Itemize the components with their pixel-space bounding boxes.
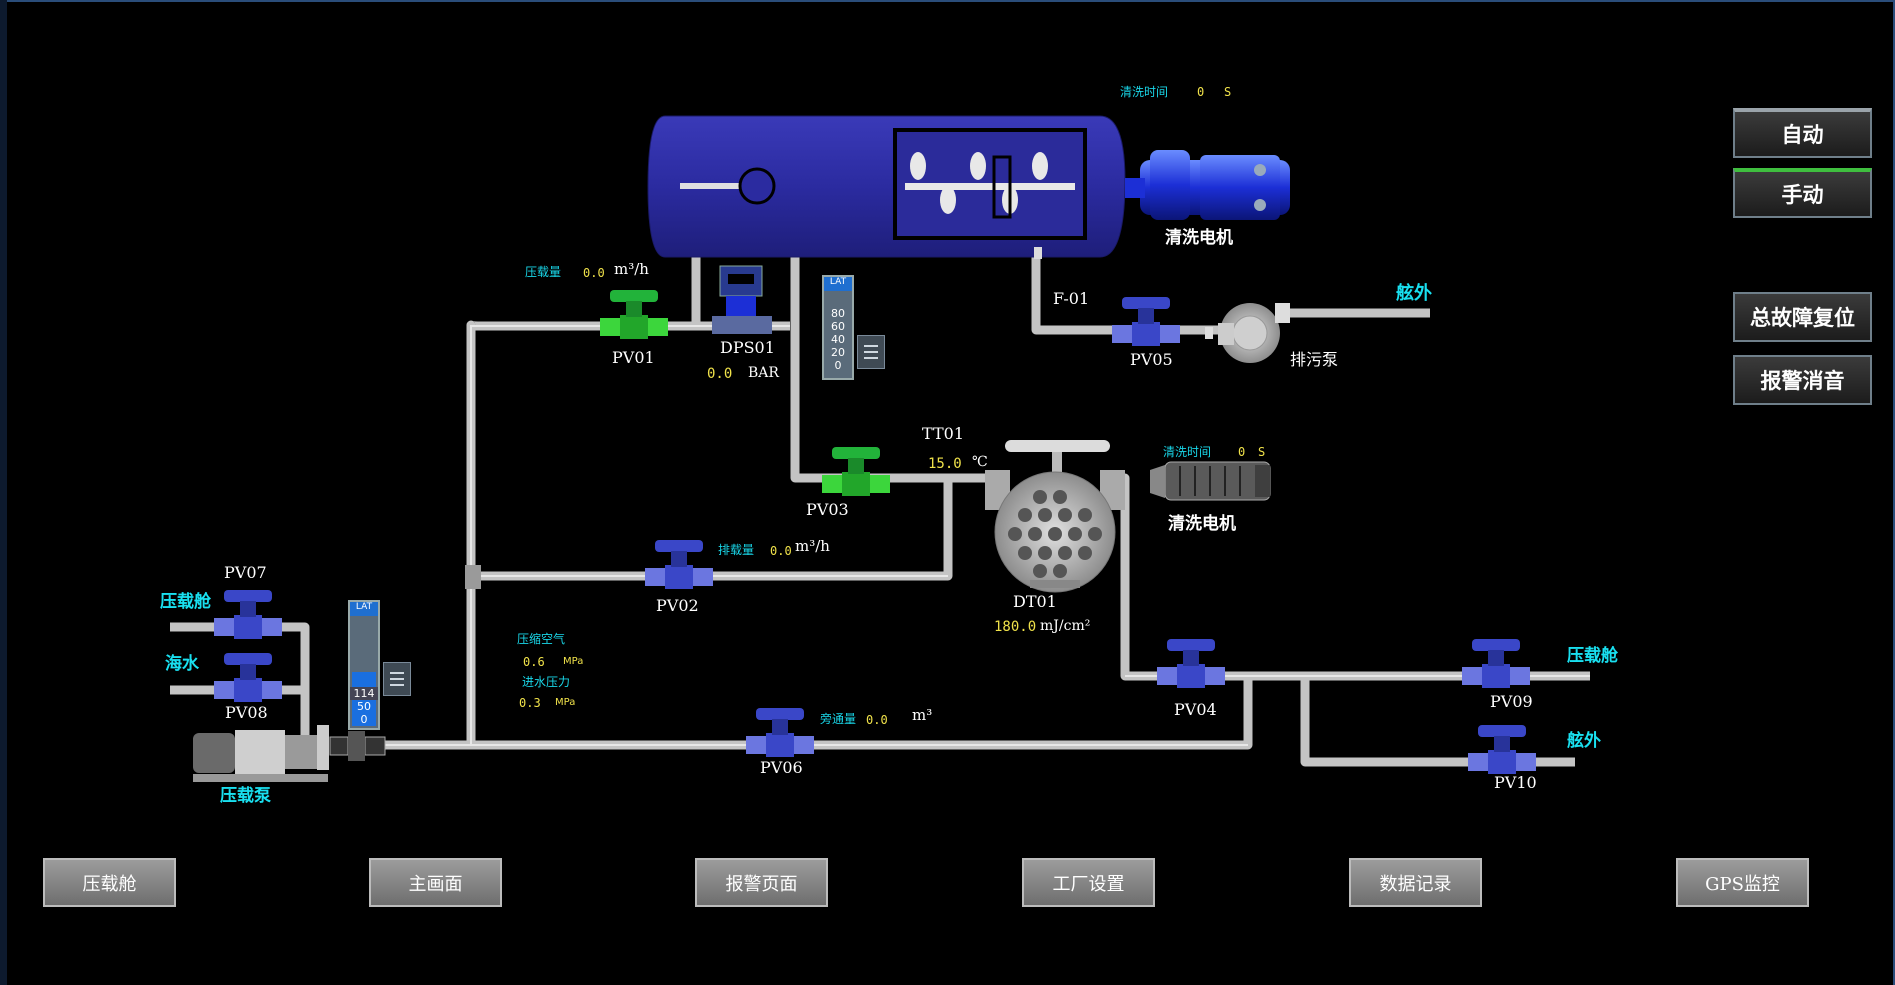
pipe-tee	[465, 565, 481, 589]
valve-pv09-graphic	[1462, 639, 1530, 688]
tt01-tag: TT01	[922, 424, 964, 443]
valve-pv06-graphic	[746, 708, 814, 757]
tt01-value: 15.0	[928, 456, 962, 472]
dt01-unit: mJ/cm²	[1040, 618, 1091, 634]
sea-water-label: 海水	[165, 654, 199, 674]
valve-pv01-graphic	[600, 290, 668, 339]
filter-motor-time-unit: S	[1224, 85, 1232, 99]
bypass-value: 0.0	[866, 713, 888, 727]
valve-pv09-tag[interactable]: PV09	[1490, 692, 1533, 711]
gauge-left-tick: 50	[357, 700, 371, 713]
filter-motor-name: 清洗电机	[1165, 228, 1233, 248]
uv-motor-graphic	[1150, 461, 1271, 501]
valve-pv10-tag[interactable]: PV10	[1494, 773, 1537, 792]
dps01-value: 0.0	[707, 366, 733, 382]
gauge-left-stepper[interactable]	[383, 662, 411, 696]
valve-pv08-graphic	[214, 653, 282, 702]
f01-tag: F-01	[1053, 289, 1090, 308]
nav-alarm-page-button[interactable]: 报警页面	[695, 858, 828, 907]
valve-pv10-graphic	[1468, 725, 1536, 774]
flow-out-label: 排载量	[718, 543, 755, 557]
water-pressure-value: 0.3	[519, 696, 541, 710]
nav-ballast-tank-button[interactable]: 压载舱	[43, 858, 176, 907]
gauge-top-tick: 60	[831, 320, 845, 333]
gauge-top-tick: 80	[831, 307, 845, 320]
nav-gps-button[interactable]: GPS监控	[1676, 858, 1809, 907]
flow-in-unit: m³/h	[614, 260, 649, 278]
water-pressure-unit: MPa	[555, 697, 576, 708]
flow-out-value: 0.0	[770, 544, 792, 558]
valve-pv07-graphic	[214, 590, 282, 639]
water-pressure-label: 进水压力	[522, 675, 571, 689]
dps01-graphic	[712, 265, 772, 334]
nav-data-log-button[interactable]: 数据记录	[1349, 858, 1482, 907]
air-pressure-unit: MPa	[563, 656, 584, 667]
overboard-right-label: 舷外	[1567, 731, 1601, 751]
dt01-value: 180.0	[994, 619, 1037, 635]
alarm-mute-button[interactable]: 报警消音	[1733, 355, 1872, 405]
uv-reactor-graphic	[985, 440, 1125, 593]
gauge-left-tick: 0	[360, 713, 368, 726]
valve-pv02-tag[interactable]: PV02	[656, 596, 699, 615]
gauge-left-value: 114	[350, 687, 378, 700]
flow-in-label: 压载量	[525, 265, 562, 279]
valve-pv06-tag[interactable]: PV06	[760, 758, 803, 777]
valve-pv04-tag[interactable]: PV04	[1174, 700, 1217, 719]
window-right-border	[1893, 0, 1895, 985]
gauge-top-head: LAT	[824, 277, 852, 291]
filter-motor-time-label: 清洗时间	[1120, 85, 1169, 99]
uv-motor-time-label: 清洗时间	[1163, 445, 1212, 459]
air-pressure-label: 压缩空气	[517, 632, 566, 646]
dt01-tag: DT01	[1013, 592, 1057, 611]
valve-pv07-tag[interactable]: PV07	[224, 563, 267, 582]
ballast-tank-left-label: 压载舱	[160, 592, 211, 612]
window-left-border	[0, 0, 7, 985]
filter-vessel	[647, 115, 1126, 259]
gauge-top-stepper[interactable]	[857, 335, 885, 369]
fault-reset-button[interactable]: 总故障复位	[1733, 292, 1872, 342]
overboard-top-label: 舷外	[1396, 283, 1432, 304]
air-pressure-value: 0.6	[523, 655, 545, 669]
uv-motor-time-value: 0	[1238, 445, 1246, 459]
valve-pv03-tag[interactable]: PV03	[806, 500, 849, 519]
nav-factory-settings-button[interactable]: 工厂设置	[1022, 858, 1155, 907]
valve-pv04-graphic	[1157, 639, 1225, 688]
valve-pv05-tag[interactable]: PV05	[1130, 350, 1173, 369]
bypass-unit: m³	[912, 706, 933, 724]
gauge-left-head: LAT	[350, 602, 378, 616]
gauge-top-tick: 20	[831, 346, 845, 359]
flow-out-unit: m³/h	[795, 537, 830, 555]
nav-main-screen-button[interactable]: 主画面	[369, 858, 502, 907]
valve-pv08-tag[interactable]: PV08	[225, 703, 268, 722]
filter-motor-time-value: 0	[1197, 85, 1205, 99]
ballast-pump-graphic	[193, 725, 386, 782]
manual-mode-button[interactable]: 手动	[1733, 168, 1872, 218]
valve-pv02-graphic	[645, 540, 713, 589]
ballast-pump-label: 压载泵	[220, 786, 271, 806]
bypass-label: 旁通量	[820, 712, 857, 726]
gauge-top-tick: 0	[834, 359, 842, 372]
ballast-tank-right-label: 压载舱	[1567, 646, 1618, 666]
tt01-unit: ℃	[972, 454, 988, 470]
window-top-border	[0, 0, 1895, 2]
valve-pv01-tag[interactable]: PV01	[612, 348, 655, 367]
drain-pump-graphic	[1205, 303, 1290, 363]
dps01-tag: DPS01	[720, 338, 775, 357]
uv-motor-name: 清洗电机	[1168, 514, 1236, 534]
valve-pv05-graphic	[1112, 297, 1180, 346]
valve-pv03-graphic	[822, 447, 890, 496]
flow-in-value: 0.0	[583, 266, 605, 280]
auto-mode-button[interactable]: 自动	[1733, 108, 1872, 158]
drain-pump-label: 排污泵	[1290, 350, 1339, 369]
gauge-top-tick: 40	[831, 333, 845, 346]
dps01-unit: BAR	[748, 365, 779, 381]
uv-motor-time-unit: S	[1258, 445, 1266, 459]
filter-motor-graphic	[1125, 150, 1290, 220]
